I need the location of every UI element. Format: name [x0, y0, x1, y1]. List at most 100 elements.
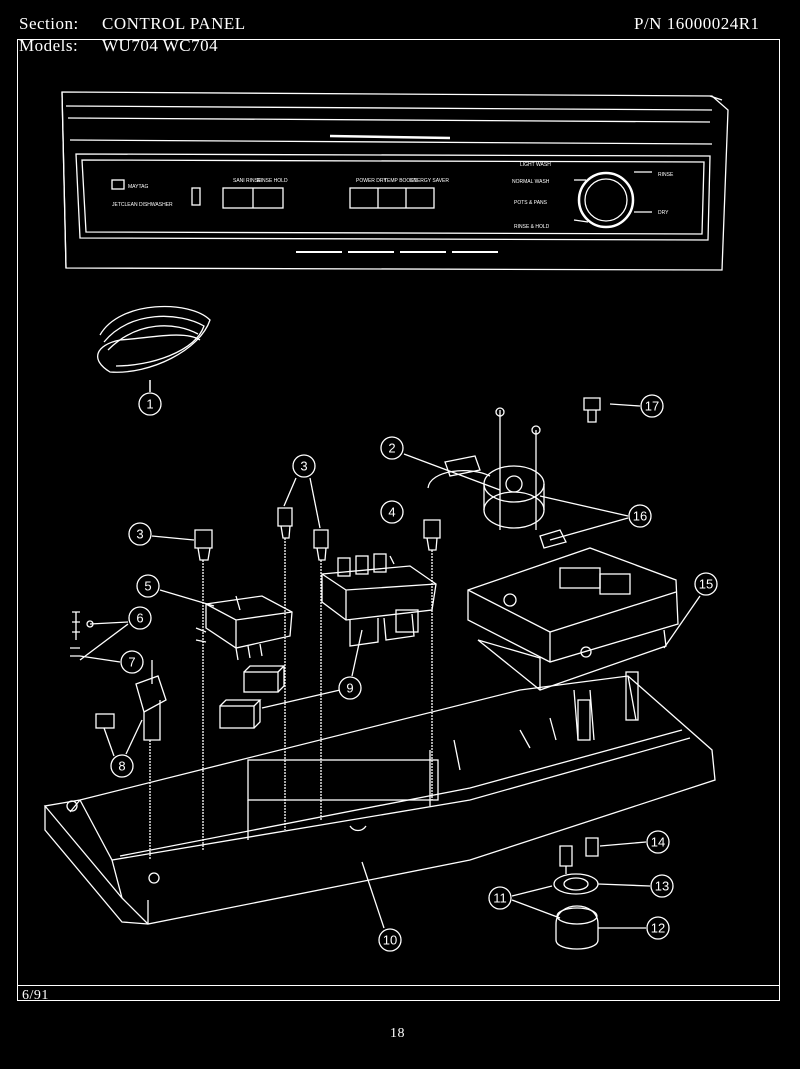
push-button-parts: [194, 507, 441, 850]
options-button-art: [349, 187, 435, 209]
label-sani-rinse: SANI RINSE: [233, 178, 262, 184]
control-panel-housing-part: [43, 671, 716, 925]
callout-13: 13: [597, 874, 674, 898]
cycle-dial-art: [577, 171, 635, 229]
callout-leader: [539, 495, 629, 517]
callout-circle: [128, 606, 152, 630]
callout-label: 5: [144, 579, 151, 594]
callout-7: 7: [79, 650, 144, 674]
callout-circle: [128, 522, 152, 546]
callout-4: 4: [380, 500, 404, 524]
label-dial-dry: DRY: [658, 210, 669, 216]
section-title: CONTROL PANEL: [102, 14, 246, 33]
callout-label: 10: [383, 933, 397, 948]
callout-label: 13: [655, 879, 669, 894]
label-light-wash: LIGHT WASH: [520, 162, 551, 168]
callout-15: 15: [663, 572, 718, 649]
callout-leader: [79, 623, 129, 661]
callout-circle: [110, 754, 134, 778]
callout-leader: [511, 885, 553, 897]
callout-circle: [138, 392, 162, 416]
footer-rule: [17, 985, 780, 986]
callout-circle: [694, 572, 718, 596]
callout-label: 4: [388, 505, 395, 520]
callout-label: 9: [346, 681, 353, 696]
callout-3: 3: [283, 454, 321, 529]
switch-bank-4: [321, 553, 437, 647]
callout-leader: [125, 719, 143, 755]
callout-circle: [650, 874, 674, 898]
callout-leader: [151, 535, 195, 541]
callout-leader: [283, 477, 297, 507]
callout-2: 2: [380, 436, 501, 491]
callout-circle: [380, 436, 404, 460]
callout-17: 17: [609, 394, 664, 418]
callout-label: 2: [388, 441, 395, 456]
callout-circle: [488, 886, 512, 910]
callout-leader: [159, 589, 215, 607]
callout-label: 17: [645, 399, 659, 414]
callout-label: 6: [136, 611, 143, 626]
timer-assembly-part: [467, 547, 679, 691]
callout-circle: [640, 394, 664, 418]
brand-logo: [111, 179, 125, 190]
models-value: WU704 WC704: [102, 36, 219, 55]
switch-assembly-5: [195, 595, 293, 661]
part-number: P/N 16000024R1: [634, 14, 760, 33]
callout-label: 11: [493, 891, 507, 906]
screw-part-17: [583, 397, 601, 423]
callout-label: 14: [651, 835, 665, 850]
switch-part-9: [219, 665, 286, 729]
callout-14: 14: [599, 830, 670, 854]
label-normal-wash: NORMAL WASH: [512, 179, 550, 185]
callout-label: 3: [136, 527, 143, 542]
callout-8: 8: [103, 719, 143, 778]
callout-leader: [89, 621, 129, 625]
callout-circle: [378, 928, 402, 952]
callout-leader: [103, 727, 115, 757]
callout-circle: [628, 504, 652, 528]
label-energy-saver: ENERGY SAVER: [410, 178, 449, 184]
brand-subtitle: JETCLEAN DISHWASHER: [112, 202, 173, 208]
callout-leader: [351, 629, 363, 677]
callout-circle: [338, 676, 362, 700]
label-rinse-hold: RINSE HOLD: [257, 178, 288, 184]
wire-harness-part: [97, 305, 211, 392]
section-label: Section:: [19, 14, 79, 33]
callout-12: 12: [598, 916, 670, 940]
label-dial-rinse: RINSE: [658, 172, 674, 178]
callout-leader: [261, 689, 341, 709]
callout-16: 16: [539, 495, 652, 541]
callout-circle: [120, 650, 144, 674]
control-panel-front-view: MAYTAG JETCLEAN DISHWASHER SANI RINSE RI…: [61, 91, 729, 271]
callout-circle: [380, 500, 404, 524]
diagram-frame: [17, 39, 780, 1001]
callout-leader: [403, 453, 501, 491]
callout-leader: [609, 403, 641, 407]
label-temp-boost: TEMP BOOST: [384, 178, 417, 184]
callout-label: 3: [300, 459, 307, 474]
callout-leader: [549, 517, 629, 541]
callout-1: 1: [138, 380, 162, 416]
label-power-dry: POWER DRY: [356, 178, 387, 184]
callout-leader: [511, 899, 561, 919]
callout-circle: [646, 916, 670, 940]
callout-5: 5: [136, 574, 215, 607]
callout-11: 11: [488, 885, 561, 919]
callout-10: 10: [361, 861, 402, 952]
timer-motor-part: [427, 407, 567, 549]
callout-leader: [361, 861, 385, 929]
callout-leader: [79, 655, 121, 663]
small-parts-6-7-8: [70, 611, 167, 860]
callout-label: 15: [699, 577, 713, 592]
callout-label: 12: [651, 921, 665, 936]
callout-circle: [136, 574, 160, 598]
page-number: 18: [390, 1026, 405, 1041]
models-label: Models:: [19, 36, 79, 55]
callout-label: 16: [633, 509, 647, 524]
callout-3: 3: [128, 522, 195, 546]
callout-leader: [663, 595, 701, 649]
callout-9: 9: [261, 629, 363, 709]
label-pots-pans: POTS & PANS: [514, 200, 548, 206]
